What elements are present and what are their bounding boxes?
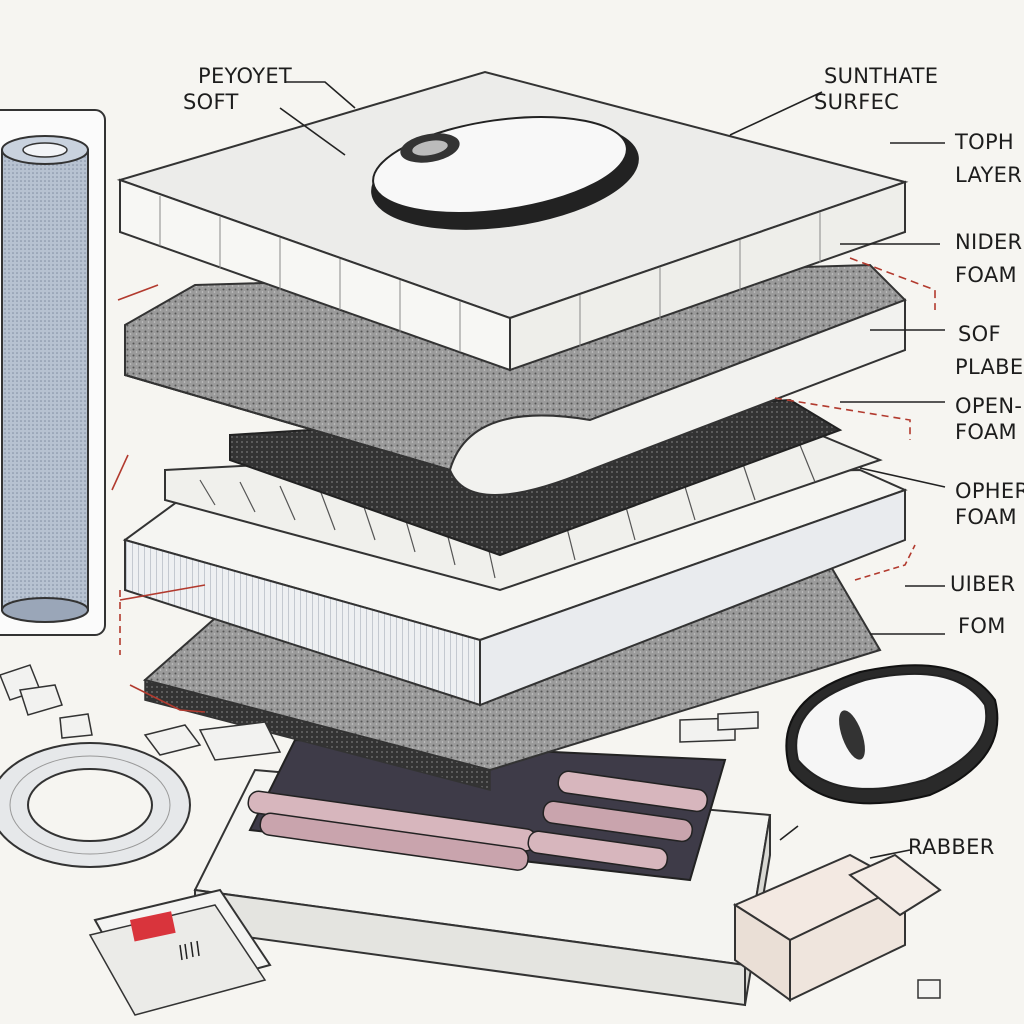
label-toph: TOPH bbox=[955, 130, 1015, 154]
accent-arrows bbox=[111, 257, 936, 713]
label-surfec: SURFEC bbox=[814, 90, 900, 114]
label-layer: LAYER bbox=[955, 163, 1023, 187]
label-uiber: UIBER bbox=[950, 572, 1016, 596]
label-rabber: RABBER bbox=[908, 835, 995, 859]
mouse-icon bbox=[371, 116, 639, 230]
label-sof: SOF bbox=[958, 322, 1001, 346]
label-peyoyet: PEYOYET bbox=[198, 64, 293, 88]
label-foam-1: FOAM bbox=[955, 263, 1017, 287]
label-foam-3: FOAM bbox=[955, 505, 1017, 529]
label-plabe: PLABE bbox=[955, 355, 1024, 379]
mouse-icon bbox=[785, 664, 999, 805]
foam-blocks-icon bbox=[732, 853, 942, 1002]
leader-lines bbox=[279, 81, 946, 859]
label-foam-2: FOAM bbox=[955, 420, 1017, 444]
label-open: OPEN- bbox=[955, 394, 1023, 418]
label-sunthate: SUNTHATE bbox=[824, 64, 939, 88]
packet-icon bbox=[88, 888, 272, 1016]
roller-layer bbox=[247, 738, 727, 882]
label-soft: SOFT bbox=[183, 90, 239, 114]
foam-fragments bbox=[0, 664, 759, 761]
label-fom: FOM bbox=[958, 614, 1006, 638]
label-nider: NIDER bbox=[955, 230, 1023, 254]
label-opher: OPHER bbox=[955, 479, 1024, 503]
tube-roll-icon bbox=[0, 109, 106, 636]
tape-roll-icon bbox=[0, 742, 191, 868]
